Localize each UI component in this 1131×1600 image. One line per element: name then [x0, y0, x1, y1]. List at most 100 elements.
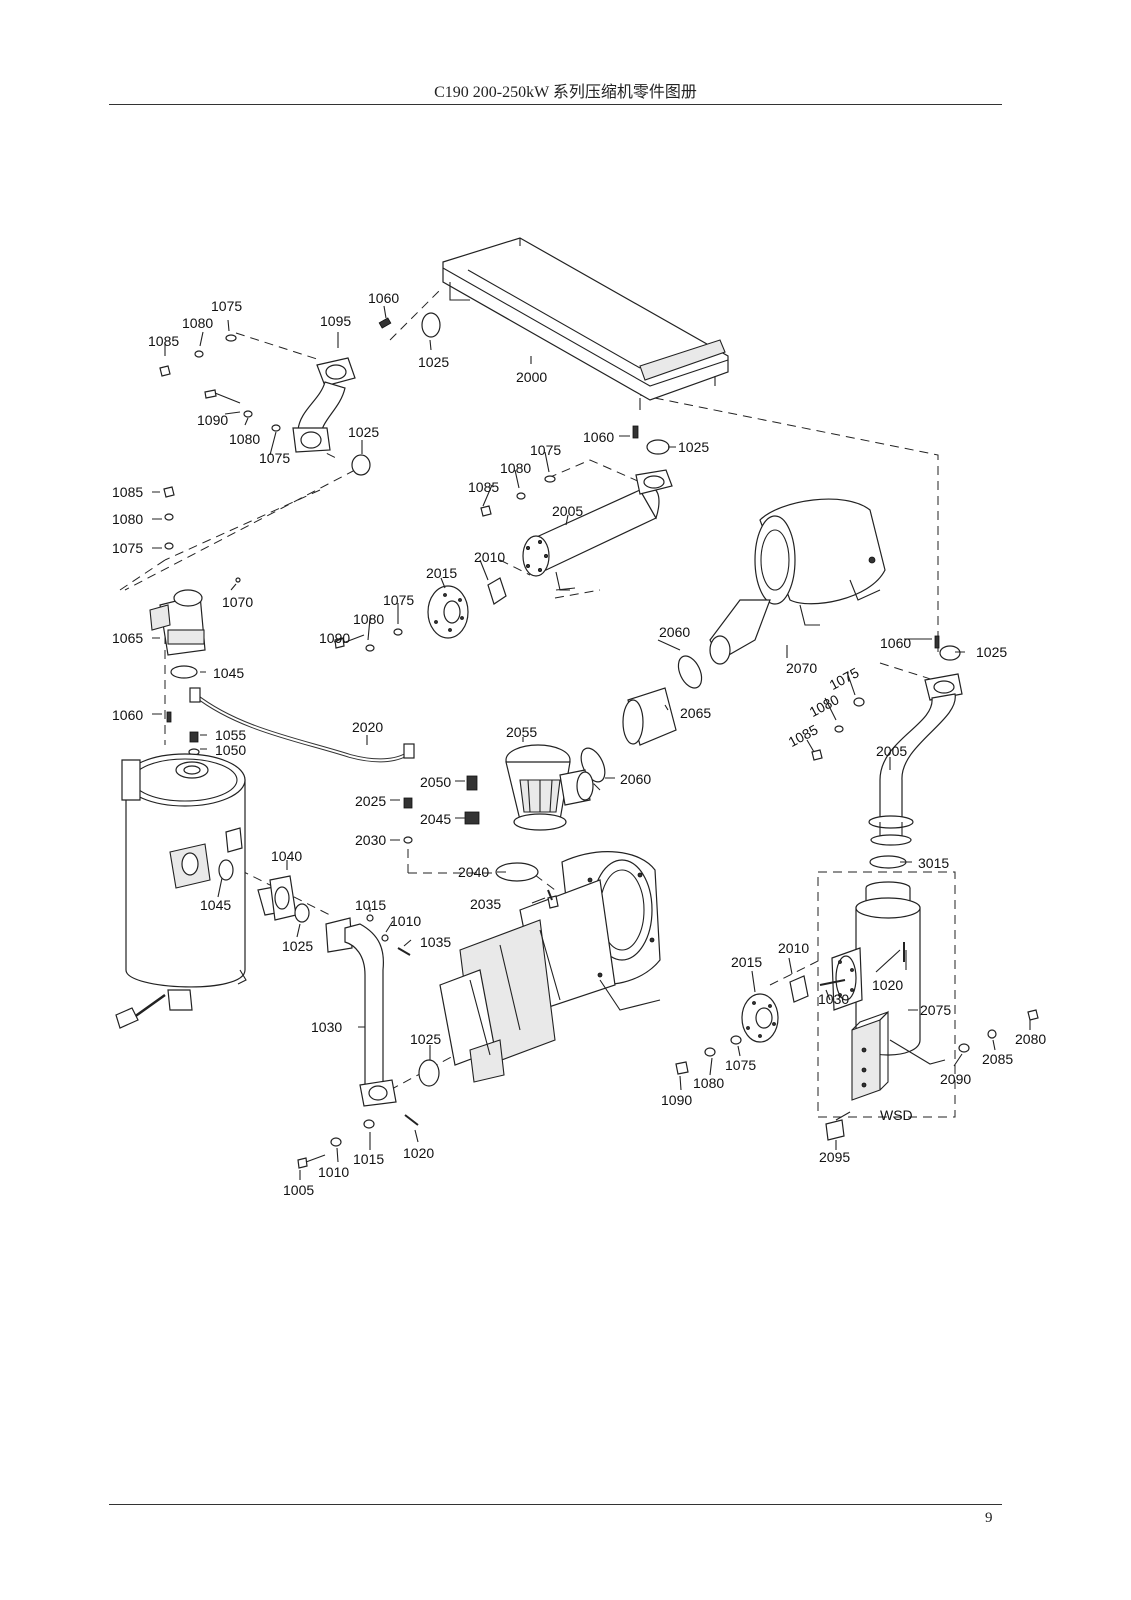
discharge-pipe-2005-right — [868, 673, 963, 846]
callout-label: 1080 — [693, 1075, 724, 1091]
callout-label: 2005 — [552, 503, 583, 519]
callout-label: 1005 — [283, 1182, 314, 1198]
valve-1065 — [149, 589, 206, 656]
callout-label: 1085 — [468, 479, 499, 495]
callout-label: 1015 — [353, 1151, 384, 1167]
flange-2015-upper — [427, 585, 469, 639]
callout-label: 2005 — [876, 743, 907, 759]
water-separator-2075 — [831, 881, 946, 1065]
hose-2020 — [189, 687, 415, 763]
callout-label: 1025 — [976, 644, 1007, 660]
callout-label: 1075 — [530, 442, 561, 458]
callout-label: 2090 — [940, 1071, 971, 1087]
callout-label: 2020 — [352, 719, 383, 735]
callout-label: 1080 — [353, 611, 384, 627]
callout-label: 1055 — [215, 727, 246, 743]
callout-label: 2000 — [516, 369, 547, 385]
callout-leaders — [152, 305, 1031, 1180]
callout-label: 1075 — [259, 450, 290, 466]
fitting-2045 — [464, 811, 480, 825]
callout-label: 1060 — [583, 429, 614, 445]
gasket-2010-lower — [789, 975, 809, 1003]
callout-labels: 1075 1060 1080 1095 1085 1025 2000 1090 … — [112, 290, 1046, 1198]
callout-label: 1065 — [112, 630, 143, 646]
callout-label: 2010 — [474, 549, 505, 565]
wsd-box-label: WSD — [880, 1107, 913, 1123]
page-number: 9 — [985, 1510, 993, 1526]
callout-label: 2035 — [470, 896, 501, 912]
callout-label: 1060 — [368, 290, 399, 306]
clamp-2060-upper — [677, 655, 703, 689]
header-rule — [109, 104, 1002, 105]
callout-label: 2065 — [680, 705, 711, 721]
callout-label: 1095 — [320, 313, 351, 329]
callout-label: 2080 — [1015, 1031, 1046, 1047]
callout-label: 1085 — [148, 333, 179, 349]
callout-label: 1010 — [390, 913, 421, 929]
hose-2065 — [622, 687, 677, 746]
callout-label: 2060 — [659, 624, 690, 640]
o-ring-1025-lower — [418, 1059, 440, 1087]
callout-label: 1060 — [880, 635, 911, 651]
callout-label: 2060 — [620, 771, 651, 787]
callout-label: 2050 — [420, 774, 451, 790]
flange-2015-lower — [741, 993, 779, 1043]
callout-label: 1075 — [826, 664, 861, 693]
fitting-1055-1050 — [188, 731, 200, 756]
pipe-1030 — [325, 917, 397, 1107]
pipe-1040 — [257, 875, 297, 921]
callout-label: 2010 — [778, 940, 809, 956]
callout-label: 1090 — [319, 630, 350, 646]
elbow-pipe-1095 — [292, 357, 356, 453]
callout-label: 1025 — [418, 354, 449, 370]
callout-label: 1075 — [211, 298, 242, 314]
callout-label: 1080 — [112, 511, 143, 527]
callout-label: 1050 — [215, 742, 246, 758]
callout-label: 1010 — [318, 1164, 349, 1180]
cooler-2000 — [442, 237, 729, 410]
callout-label: 2040 — [458, 864, 489, 880]
callout-label: 1090 — [661, 1092, 692, 1108]
air-filter-2070 — [709, 498, 886, 665]
callout-label: 1040 — [271, 848, 302, 864]
o-ring-1045-upper — [170, 665, 198, 679]
callout-label: 1025 — [678, 439, 709, 455]
callout-label: 1075 — [383, 592, 414, 608]
callout-label: 2015 — [731, 954, 762, 970]
inlet-valve-2055 — [505, 744, 594, 831]
callout-label: 1015 — [355, 897, 386, 913]
callout-label: 1085 — [785, 721, 820, 750]
callout-label: 2075 — [920, 1002, 951, 1018]
o-ring-1045-lower — [218, 859, 234, 881]
callout-label: 3015 — [918, 855, 949, 871]
o-ring-1025-mid — [294, 903, 310, 923]
hardware-parts — [159, 312, 1039, 1169]
o-ring-2040 — [495, 862, 539, 882]
footer-rule — [109, 1504, 1002, 1505]
callout-label: 1020 — [872, 977, 903, 993]
airend-compressor — [439, 851, 661, 1083]
callout-label: 1070 — [222, 594, 253, 610]
callout-label: 1030 — [311, 1019, 342, 1035]
callout-label: 2055 — [506, 724, 537, 740]
callout-label: 1025 — [348, 424, 379, 440]
gasket-2010-upper — [487, 577, 507, 605]
callout-label: 2025 — [355, 793, 386, 809]
callout-label: 2045 — [420, 811, 451, 827]
callout-label: 1075 — [725, 1057, 756, 1073]
separator-tank — [115, 753, 247, 1029]
discharge-pipe-2005-upper — [522, 469, 673, 591]
callout-label: 1060 — [112, 707, 143, 723]
assembly-dashed-lines — [119, 289, 956, 1118]
fitting-2025 — [403, 797, 413, 809]
bracket-wsd — [851, 1010, 889, 1101]
callout-label: 2015 — [426, 565, 457, 581]
callout-label: 1045 — [200, 897, 231, 913]
callout-label: 1045 — [213, 665, 244, 681]
callout-label: 1075 — [112, 540, 143, 556]
callout-label: 1080 — [182, 315, 213, 331]
callout-label: 1025 — [410, 1031, 441, 1047]
callout-label: 1025 — [282, 938, 313, 954]
callout-label: 2070 — [786, 660, 817, 676]
